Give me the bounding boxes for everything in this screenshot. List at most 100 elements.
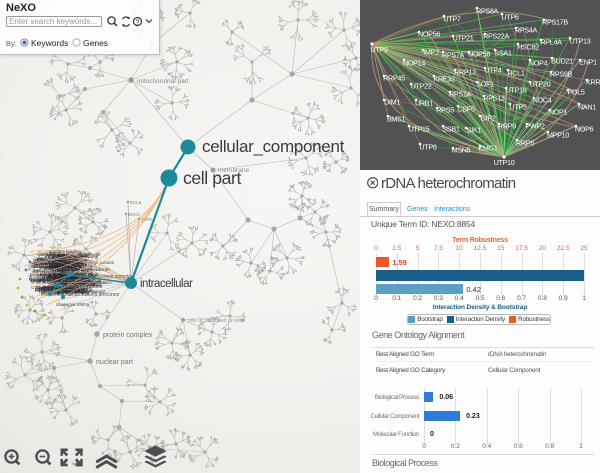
svg-text:RNA binding: RNA binding bbox=[59, 286, 85, 291]
svg-text:subunit precursor: subunit precursor bbox=[37, 276, 72, 281]
svg-text:rRNA processing: rRNA processing bbox=[39, 286, 73, 291]
svg-text:preribosome: preribosome bbox=[49, 272, 73, 277]
svg-text:RRP12: RRP12 bbox=[454, 68, 476, 77]
svg-text:RPS9B: RPS9B bbox=[550, 70, 573, 79]
svg-text:SOF1: SOF1 bbox=[476, 80, 494, 89]
svg-text:POL5: POL5 bbox=[567, 88, 584, 97]
svg-text:subunit precursor: subunit precursor bbox=[43, 284, 79, 289]
svg-text:tRNA processing: tRNA processing bbox=[57, 287, 93, 292]
svg-text:ribonucleoprotein: ribonucleoprotein bbox=[59, 275, 96, 280]
svg-text:site of polarized growth: site of polarized growth bbox=[188, 318, 245, 324]
svg-text:processome complex: processome complex bbox=[41, 261, 88, 266]
svg-text:RPS1A: RPS1A bbox=[449, 90, 472, 99]
svg-text:DIP2: DIP2 bbox=[481, 114, 496, 123]
svg-text:nucleolar part: nucleolar part bbox=[49, 281, 78, 286]
svg-text:RNA binding: RNA binding bbox=[37, 273, 63, 278]
svg-text:small subunit processome: small subunit processome bbox=[50, 283, 102, 288]
svg-text:IMP3: IMP3 bbox=[423, 48, 439, 57]
svg-text:PWP2: PWP2 bbox=[525, 122, 544, 131]
svg-text:RPS4A: RPS4A bbox=[515, 26, 538, 35]
svg-text:snoRNA binding: snoRNA binding bbox=[47, 264, 76, 269]
svg-text:box C/D snoRNP: box C/D snoRNP bbox=[37, 260, 69, 265]
svg-text:snoRNA binding: snoRNA binding bbox=[49, 249, 81, 254]
svg-text:RPS5: RPS5 bbox=[436, 106, 454, 115]
svg-text:RPS1A: RPS1A bbox=[34, 269, 49, 274]
svg-text:NOC4: NOC4 bbox=[533, 96, 552, 105]
svg-text:90S preribosome: 90S preribosome bbox=[54, 286, 89, 291]
svg-text:nuclear part: nuclear part bbox=[96, 359, 133, 366]
svg-text:CBF5: CBF5 bbox=[457, 105, 474, 114]
svg-text:nucleolar part: nucleolar part bbox=[57, 286, 88, 291]
svg-text:ribosome biogenesis: ribosome biogenesis bbox=[34, 264, 75, 269]
svg-text:rRNA processing: rRNA processing bbox=[61, 275, 95, 280]
svg-text:tRNA processing: tRNA processing bbox=[46, 258, 77, 263]
svg-text:rRNA processing: rRNA processing bbox=[50, 289, 84, 294]
svg-text:ribosome biogenesis: ribosome biogenesis bbox=[58, 289, 96, 294]
svg-text:RRP9: RRP9 bbox=[498, 122, 516, 131]
svg-text:NAN1: NAN1 bbox=[578, 103, 596, 112]
svg-text:ribosomal subunit: ribosomal subunit bbox=[63, 284, 103, 290]
svg-text:box C/D snoRNP: box C/D snoRNP bbox=[54, 289, 86, 294]
svg-text:small subunit processome: small subunit processome bbox=[44, 266, 95, 271]
svg-text:BUD21: BUD21 bbox=[551, 57, 573, 66]
svg-text:tRNA processing: tRNA processing bbox=[50, 267, 85, 272]
svg-text:SSB1: SSB1 bbox=[442, 125, 459, 134]
svg-text:?: ? bbox=[136, 19, 140, 26]
svg-text:tRNA processing: tRNA processing bbox=[48, 286, 81, 291]
svg-text:snoRNA binding: snoRNA binding bbox=[64, 282, 96, 287]
svg-text:membrane: membrane bbox=[218, 167, 249, 174]
svg-text:RPS22A: RPS22A bbox=[483, 32, 509, 41]
svg-text:preribosome: preribosome bbox=[43, 279, 69, 284]
svg-text:RPS13: RPS13 bbox=[483, 94, 505, 103]
svg-text:UTP13: UTP13 bbox=[570, 37, 591, 46]
svg-text:ENP1: ENP1 bbox=[579, 58, 597, 67]
svg-text:intracellular: intracellular bbox=[140, 278, 193, 290]
svg-text:NOP6: NOP6 bbox=[575, 125, 594, 134]
svg-text:RRP45: RRP45 bbox=[383, 74, 405, 83]
svg-text:subunit precursor: subunit precursor bbox=[48, 260, 84, 265]
svg-text:RPS8A: RPS8A bbox=[476, 7, 499, 16]
svg-text:snoRNA binding: snoRNA binding bbox=[30, 278, 66, 283]
svg-text:RRP5: RRP5 bbox=[516, 139, 534, 148]
svg-text:RNA binding: RNA binding bbox=[37, 279, 63, 284]
svg-text:cell part: cell part bbox=[183, 168, 242, 188]
svg-text:UTP21: UTP21 bbox=[453, 34, 474, 43]
svg-text:SIK1: SIK1 bbox=[467, 126, 482, 135]
svg-text:RNA binding: RNA binding bbox=[58, 288, 80, 293]
svg-text:tRNA processing: tRNA processing bbox=[35, 287, 69, 292]
svg-text:processome complex: processome complex bbox=[48, 257, 90, 262]
svg-text:RNA binding: RNA binding bbox=[41, 291, 64, 296]
svg-text:small subunit precursor: small subunit precursor bbox=[68, 292, 120, 298]
svg-text:UTP complex: UTP complex bbox=[47, 252, 72, 257]
svg-text:ribonucleoprotein: ribonucleoprotein bbox=[62, 272, 99, 277]
svg-text:URB1: URB1 bbox=[415, 99, 433, 108]
svg-text:ribonucleoprotein: ribonucleoprotein bbox=[44, 274, 81, 279]
svg-text:snoRNA binding: snoRNA binding bbox=[57, 288, 89, 293]
svg-text:UTP4: UTP4 bbox=[484, 66, 501, 75]
svg-text:processome complex: processome complex bbox=[29, 275, 69, 280]
svg-text:processome complex: processome complex bbox=[30, 272, 77, 277]
svg-text:ECL5: ECL5 bbox=[130, 200, 142, 205]
svg-text:BMS1: BMS1 bbox=[387, 115, 406, 124]
svg-text:protein complex: protein complex bbox=[103, 332, 153, 339]
svg-text:NOP4: NOP4 bbox=[529, 59, 548, 68]
svg-text:preribosome large subunit: preribosome large subunit bbox=[58, 289, 106, 294]
svg-text:ribosome biogenesis: ribosome biogenesis bbox=[32, 261, 75, 266]
svg-text:tRNA processing: tRNA processing bbox=[59, 271, 93, 276]
svg-text:UTP complex: UTP complex bbox=[31, 285, 60, 290]
svg-text:ribosome biogenesis: ribosome biogenesis bbox=[37, 252, 74, 257]
svg-text:2BF5: 2BF5 bbox=[141, 217, 152, 222]
svg-text:SSA1: SSA1 bbox=[494, 49, 511, 58]
svg-text:MSN5: MSN5 bbox=[452, 146, 471, 155]
svg-text:UTP complex: UTP complex bbox=[48, 272, 71, 277]
svg-text:90S preribosome: 90S preribosome bbox=[41, 292, 73, 297]
svg-text:RPS17B: RPS17B bbox=[542, 18, 568, 27]
svg-text:nuclear lumen: nuclear lumen bbox=[31, 278, 59, 283]
svg-text:90S preribosome: 90S preribosome bbox=[31, 264, 64, 269]
svg-text:processome complex: processome complex bbox=[40, 265, 85, 270]
svg-text:nuclear lumen: nuclear lumen bbox=[53, 259, 79, 264]
svg-text:snoRNA binding: snoRNA binding bbox=[63, 275, 96, 280]
svg-text:UTP18: UTP18 bbox=[506, 86, 527, 95]
svg-text:UTP complex: UTP complex bbox=[55, 257, 82, 262]
svg-text:ribonucleoprotein complex: ribonucleoprotein complex bbox=[75, 274, 134, 280]
